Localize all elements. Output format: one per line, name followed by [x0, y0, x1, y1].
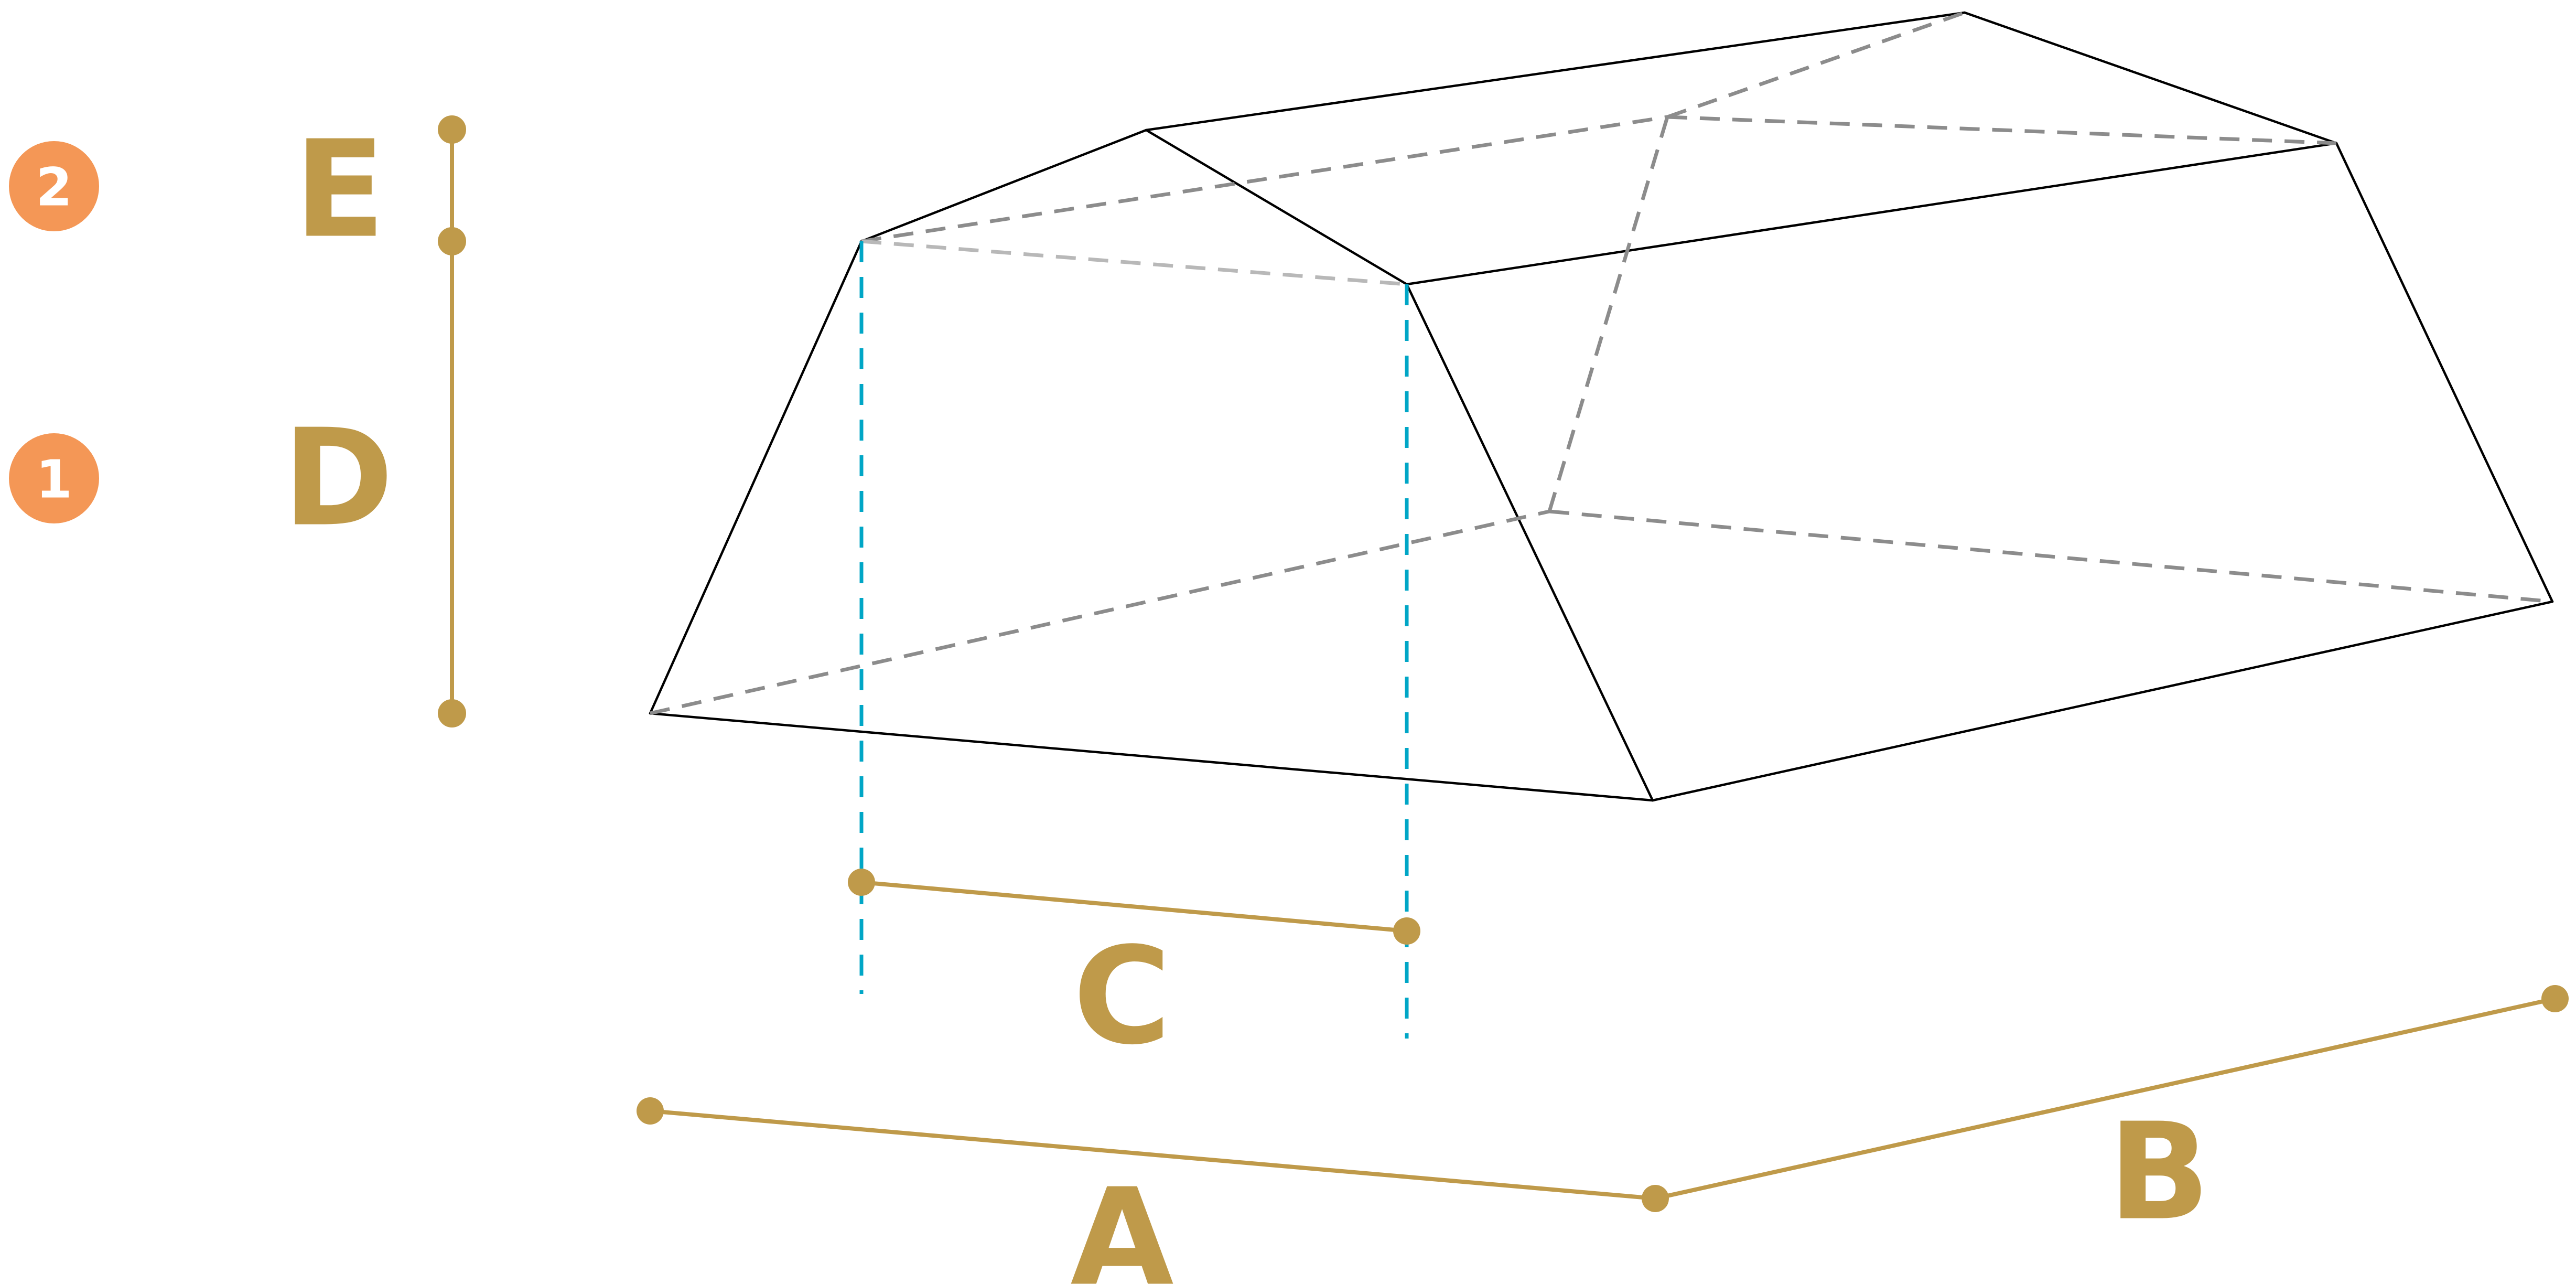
dimension-label-a: A — [1070, 1160, 1173, 1284]
hidden-bottom-right-edge — [1549, 509, 2553, 604]
dimension-dot — [848, 869, 875, 896]
dimension-dot — [2541, 985, 2569, 1012]
dimension-label-e: E — [294, 112, 385, 268]
badge-number: 2 — [36, 157, 72, 218]
front-hip-edge — [1405, 283, 1654, 802]
step-badge-1: 1 — [9, 433, 99, 523]
dimension-line-b — [1655, 997, 2556, 1201]
top-right-edge — [1963, 11, 2338, 145]
top-left-front-edge — [860, 129, 1148, 243]
dimension-dot — [1393, 917, 1420, 945]
step-badge-2: 2 — [9, 141, 99, 231]
top-long-front-edge — [1405, 142, 2338, 286]
dimension-label-b: B — [2108, 1095, 2210, 1250]
top-long-back-edge — [1145, 11, 1966, 132]
dimension-line-a — [650, 1109, 1656, 1201]
right-rake-edge — [2335, 142, 2554, 603]
hidden-vertical-edge — [1547, 116, 1669, 512]
hidden-top-left-edge — [861, 115, 1668, 243]
hidden-top-right-edge — [1667, 115, 2337, 145]
dimension-line-c — [861, 880, 1407, 933]
dimension-label-d: D — [283, 401, 394, 557]
dimension-dot — [438, 115, 466, 144]
badge-number: 1 — [36, 449, 72, 510]
badge-circle — [9, 433, 99, 523]
hidden-bottom-left-edge — [650, 509, 1550, 715]
dimension-dot — [637, 1097, 664, 1125]
guide-lines — [859, 241, 1409, 1039]
hidden-top-back-edge — [1666, 10, 1966, 119]
dimension-dot — [438, 699, 466, 727]
dimension-lines — [438, 115, 2569, 1212]
front-left-bottom-edge — [649, 712, 1654, 802]
dimension-labels: E D C A B — [283, 112, 2210, 1284]
top-left-diagonal-edge — [1145, 129, 1408, 286]
dimension-label-c: C — [1073, 919, 1171, 1075]
hidden-front-ridge-edge — [861, 239, 1407, 286]
step-badges: 2 1 — [9, 141, 99, 523]
front-right-bottom-edge — [1651, 600, 2554, 802]
dimension-dot — [438, 227, 466, 255]
hidden-edges — [650, 10, 2553, 715]
dimension-dot — [1642, 1185, 1669, 1212]
solid-edges — [649, 11, 2554, 802]
badge-circle — [9, 141, 99, 231]
left-rake-edge — [649, 240, 863, 715]
